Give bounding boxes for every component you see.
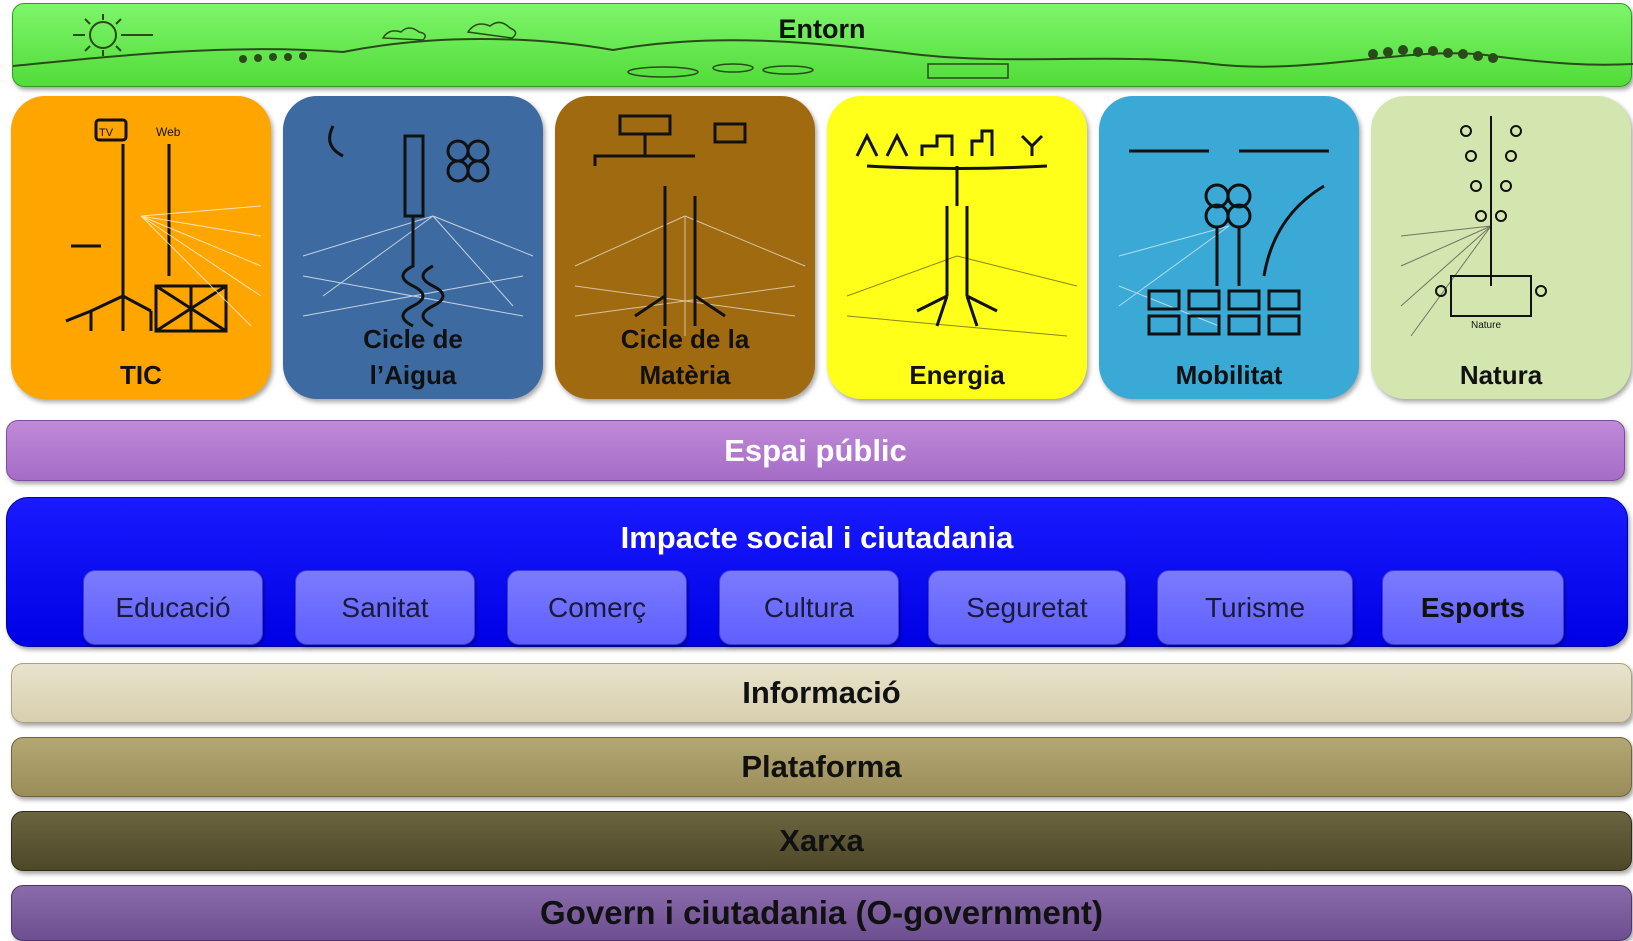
tile-label-mobilitat: Mobilitat bbox=[1175, 360, 1283, 390]
pill-turisme: Turisme bbox=[1157, 570, 1353, 645]
pill-comerc: Comerç bbox=[507, 570, 687, 645]
cloud-icon bbox=[381, 21, 517, 41]
tile-energia: Energia bbox=[827, 96, 1087, 399]
nature-icon: Nature bbox=[1400, 116, 1547, 337]
impacte-social-layer: Impacte social i ciutadania Educació San… bbox=[6, 497, 1628, 647]
entorn-label: Entorn bbox=[778, 14, 866, 44]
xarxa-label: Xarxa bbox=[779, 823, 864, 858]
tile-label-cicle-aigua: Cicle de l’Aigua bbox=[363, 324, 463, 390]
sun-icon bbox=[73, 14, 153, 56]
plataforma-layer: Plataforma bbox=[11, 737, 1632, 797]
tile-natura: Nature Natura bbox=[1371, 96, 1631, 399]
tile-tic: TV Web TIC bbox=[11, 96, 271, 399]
pill-seguretat: Seguretat bbox=[928, 570, 1126, 645]
tile-label-tic: TIC bbox=[120, 360, 162, 390]
tile-mobilitat: Mobilitat bbox=[1099, 96, 1359, 399]
impacte-social-title: Impacte social i ciutadania bbox=[620, 520, 1014, 555]
tile-label-natura: Natura bbox=[1459, 360, 1543, 390]
espai-public-layer: Espai públic bbox=[6, 420, 1625, 481]
tv-text: TV bbox=[99, 127, 114, 139]
pill-educacio: Educació bbox=[83, 570, 263, 645]
espai-public-label: Espai públic bbox=[724, 432, 907, 468]
pill-sanitat: Sanitat bbox=[295, 570, 475, 645]
water-cycle-icon bbox=[302, 125, 534, 328]
mobility-icon bbox=[1118, 149, 1329, 336]
informacio-layer: Informació bbox=[11, 663, 1632, 723]
landscape-illustration bbox=[13, 14, 1633, 79]
plataforma-label: Plataforma bbox=[741, 749, 902, 784]
govern-layer: Govern i ciutadania (O-government) bbox=[11, 885, 1632, 941]
xarxa-layer: Xarxa bbox=[11, 811, 1632, 871]
matter-cycle-icon bbox=[574, 114, 806, 336]
tic-network-icon: TV Web bbox=[65, 118, 262, 333]
informacio-label: Informació bbox=[742, 675, 901, 710]
pill-esports: Esports bbox=[1382, 570, 1564, 645]
entorn-layer: Entorn bbox=[12, 3, 1633, 87]
tile-cicle-aigua: Cicle de l’Aigua bbox=[283, 96, 543, 399]
tile-label-cicle-materia: Cicle de la Matèria bbox=[620, 324, 750, 390]
nature-text: Nature bbox=[1471, 320, 1501, 331]
tile-cicle-materia: Cicle de la Matèria bbox=[555, 96, 815, 399]
pill-cultura: Cultura bbox=[719, 570, 899, 645]
energy-icon bbox=[846, 129, 1078, 337]
tile-label-energia: Energia bbox=[909, 360, 1005, 390]
trees-icon bbox=[239, 45, 1498, 63]
govern-label: Govern i ciutadania (O-government) bbox=[540, 894, 1103, 931]
web-text: Web bbox=[156, 125, 181, 139]
